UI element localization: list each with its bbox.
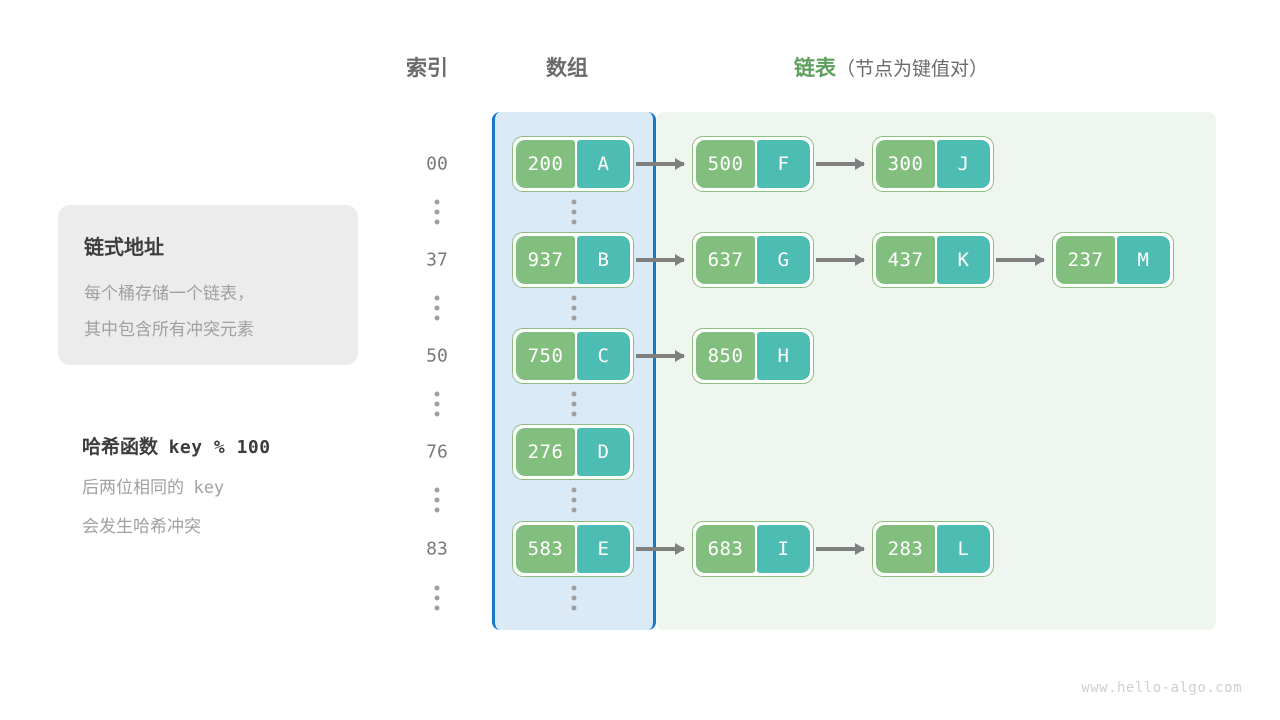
node-value: C	[576, 332, 630, 380]
index-label: 50	[426, 345, 448, 367]
node-key: 583	[516, 525, 575, 573]
node-key: 683	[696, 525, 755, 573]
next-pointer-arrow	[636, 547, 684, 551]
hash-function-note: 哈希函数 key % 100 后两位相同的 key 会发生哈希冲突	[82, 432, 271, 537]
next-pointer-arrow	[816, 547, 864, 551]
column-header-linkedlist: 链表（节点为键值对）	[794, 52, 988, 82]
index-label: 00	[426, 153, 448, 175]
next-pointer-arrow	[996, 258, 1044, 262]
hash-note-line-2: 会发生哈希冲突	[82, 517, 201, 536]
node-key: 237	[1056, 236, 1115, 284]
node-key: 750	[516, 332, 575, 380]
hash-note-line-1-code: key	[193, 478, 225, 498]
node-key: 437	[876, 236, 935, 284]
hash-note-line-1: 后两位相同的 key	[82, 473, 271, 498]
next-pointer-arrow	[816, 162, 864, 166]
array-ellipsis-icon	[571, 199, 577, 225]
index-ellipsis-icon	[434, 487, 440, 513]
column-header-index: 索引	[406, 57, 448, 80]
index-label: 83	[426, 538, 448, 560]
node-value: L	[936, 525, 990, 573]
node-value: I	[756, 525, 810, 573]
column-header-linkedlist-main: 链表	[794, 57, 836, 80]
next-pointer-arrow	[816, 258, 864, 262]
info-card-line-1: 每个桶存储一个链表，	[84, 284, 254, 303]
node-key: 500	[696, 140, 755, 188]
hash-function-expression: key % 100	[168, 437, 271, 458]
node-value: E	[576, 525, 630, 573]
hash-note-line-1-text: 后两位相同的	[82, 478, 184, 497]
node-key: 300	[876, 140, 935, 188]
column-header-linkedlist-sub: （节点为键值对）	[836, 59, 989, 80]
array-ellipsis-icon	[571, 391, 577, 417]
node-key: 200	[516, 140, 575, 188]
next-pointer-arrow	[636, 162, 684, 166]
node-value: M	[1116, 236, 1170, 284]
node-value: B	[576, 236, 630, 284]
node-key: 276	[516, 428, 575, 476]
index-ellipsis-icon	[434, 295, 440, 321]
index-label: 37	[426, 249, 448, 271]
array-ellipsis-icon	[571, 487, 577, 513]
watermark: www.hello-algo.com	[1081, 680, 1242, 696]
node-value: J	[936, 140, 990, 188]
node-key: 937	[516, 236, 575, 284]
node-key: 850	[696, 332, 755, 380]
node-value: A	[576, 140, 630, 188]
index-ellipsis-icon	[434, 199, 440, 225]
next-pointer-arrow	[636, 258, 684, 262]
info-card-line-2: 其中包含所有冲突元素	[84, 320, 254, 339]
node-value: G	[756, 236, 810, 284]
hash-function-title: 哈希函数 key % 100	[82, 432, 271, 459]
column-header-array: 数组	[546, 57, 588, 80]
node-value: H	[756, 332, 810, 380]
node-value: D	[576, 428, 630, 476]
index-label: 76	[426, 441, 448, 463]
hash-function-label: 哈希函数	[82, 437, 159, 458]
index-ellipsis-icon	[434, 391, 440, 417]
node-value: K	[936, 236, 990, 284]
node-key: 637	[696, 236, 755, 284]
next-pointer-arrow	[636, 354, 684, 358]
array-ellipsis-icon	[571, 585, 577, 611]
info-card: 链式地址 每个桶存储一个链表， 其中包含所有冲突元素	[58, 205, 358, 365]
node-key: 283	[876, 525, 935, 573]
info-card-title: 链式地址	[84, 237, 164, 259]
index-ellipsis-icon	[434, 585, 440, 611]
array-ellipsis-icon	[571, 295, 577, 321]
node-value: F	[756, 140, 810, 188]
